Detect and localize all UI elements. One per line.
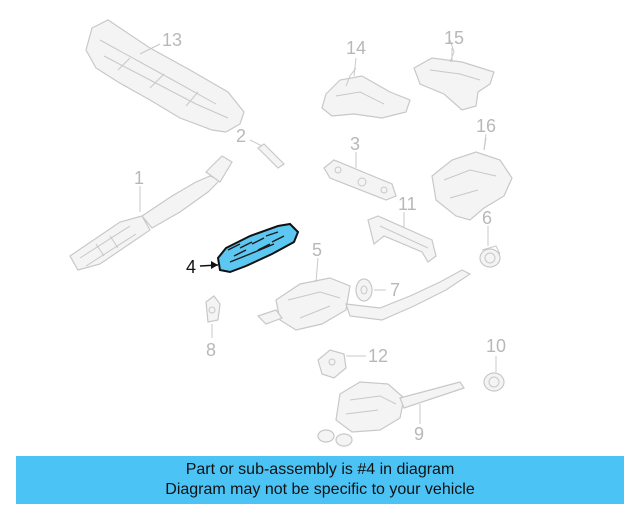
part-2-gasket[interactable]: 2 [236,126,285,169]
callout-5: 5 [312,240,322,260]
part-7-mount[interactable]: 7 [355,278,400,302]
banner-line-1: Part or sub-assembly is #4 in diagram [185,461,455,478]
part-3-hanger[interactable]: 3 [323,134,397,201]
parts-diagram: 13 2 14 15 3 16 [69,19,513,447]
callout-2: 2 [236,126,246,146]
info-banner: Part or sub-assembly is #4 in diagram Di… [16,456,624,504]
callout-3: 3 [350,134,360,154]
part-14-bracket[interactable]: 14 [321,38,411,119]
callout-13: 13 [162,30,182,50]
callout-6: 6 [482,208,492,228]
callout-9: 9 [414,424,424,444]
part-4-heat-shield[interactable]: 4 [186,222,300,277]
callout-11: 11 [398,194,417,214]
callout-7: 7 [390,280,400,300]
part-12-bracket[interactable]: 12 [317,346,388,379]
part-13-heat-shield[interactable]: 13 [85,19,245,133]
part-8-mount[interactable]: 8 [205,295,221,360]
callout-16: 16 [476,116,496,136]
part-10-clamp[interactable]: 10 [483,336,506,392]
part-6-clamp[interactable]: 6 [479,208,501,268]
callout-14: 14 [346,38,366,58]
part-9-rear-muffler[interactable]: 9 [317,381,465,447]
callout-1: 1 [134,168,144,188]
callout-10: 10 [486,336,506,356]
callout-8: 8 [206,340,216,360]
part-5-muffler[interactable]: 5 [256,240,472,331]
callout-4: 4 [186,257,196,277]
banner-line-2: Diagram may not be specific to your vehi… [165,481,475,498]
part-1-converter[interactable]: 1 [69,155,233,271]
callout-15: 15 [444,28,464,48]
part-15-bracket[interactable]: 15 [413,28,495,111]
part-11-bracket[interactable]: 11 [367,194,437,263]
callout-12: 12 [368,346,388,366]
part-16-bracket[interactable]: 16 [431,116,513,221]
